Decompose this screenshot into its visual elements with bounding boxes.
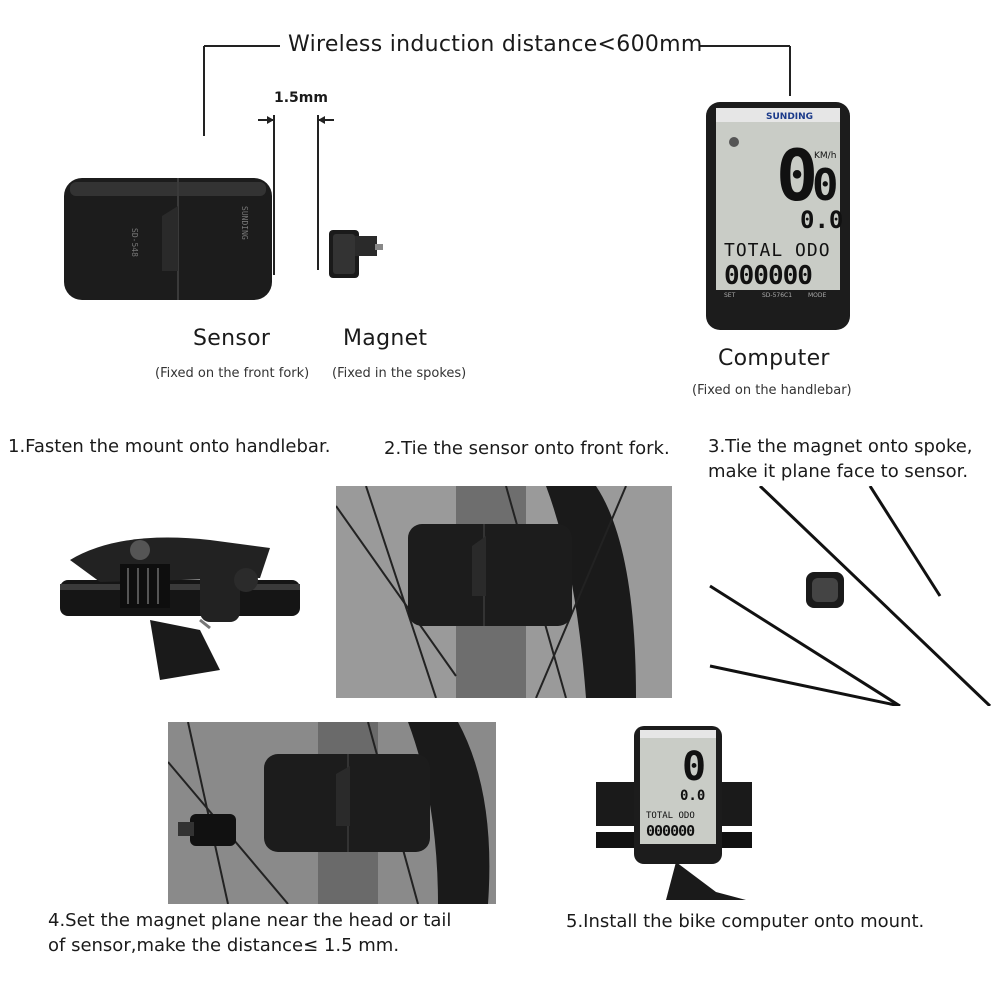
step-4-photo-alignment (168, 722, 496, 904)
step-1-text: 1.Fasten the mount onto handlebar. (8, 436, 331, 457)
step-2-photo-fork (336, 486, 672, 698)
gap-label: 1.5mm (274, 90, 328, 106)
step-5-text: 5.Install the bike computer onto mount. (566, 911, 925, 932)
step-3-text-line1: 3.Tie the magnet onto spoke, (708, 436, 973, 457)
lcd-speed-decimal: 0 (812, 160, 839, 211)
mini-lcd-sub-value: 0.0 (680, 788, 705, 804)
lcd-odo: 000000 (724, 261, 812, 291)
sensor-device: SUNDING SD-548 (64, 178, 272, 300)
magnet-title: Magnet (343, 326, 428, 351)
step-3-text-line2: make it plane face to sensor. (708, 461, 969, 482)
bike-computer: SUNDING 0 0 KM/h 0.0 TOTAL ODO 000000 SE… (706, 102, 850, 330)
lcd-unit: KM/h (814, 151, 836, 161)
magnet-note: (Fixed in the spokes) (332, 366, 467, 381)
gap-guides (273, 115, 319, 275)
lcd-button-set: SET (724, 292, 736, 299)
lcd-button-mode: MODE (808, 292, 827, 299)
lcd-sub-value: 0.0 (800, 206, 843, 234)
lcd-brand: SUNDING (766, 112, 813, 122)
lcd-speed: 0 (776, 135, 818, 217)
lcd-mode-text: TOTAL ODO (724, 240, 831, 261)
distance-bracket (203, 45, 791, 136)
computer-note: (Fixed on the handlebar) (692, 383, 852, 398)
step-4-text-line1: 4.Set the magnet plane near the head or … (48, 910, 452, 931)
mini-lcd-mode: TOTAL ODO (646, 811, 695, 821)
sensor-note: (Fixed on the front fork) (155, 366, 310, 381)
svg-text:SD-548: SD-548 (130, 228, 139, 257)
step-1-photo-handlebar (60, 537, 300, 680)
step-4-text-line2: of sensor,make the distance≤ 1.5 mm. (48, 935, 400, 956)
computer-title: Computer (718, 346, 830, 371)
step-3-photo-spoke (709, 486, 992, 706)
mini-lcd-speed: 0 (682, 744, 706, 790)
distance-label: Wireless induction distance<600mm (288, 32, 703, 57)
svg-text:SUNDING: SUNDING (240, 206, 249, 240)
step-5-photo-mounted: 0 0.0 TOTAL ODO 000000 (596, 722, 752, 900)
sensor-title: Sensor (193, 326, 271, 351)
lcd-model: SD-576C1 (762, 292, 792, 299)
magnet-device (329, 230, 383, 278)
mini-lcd-odo: 000000 (646, 822, 695, 840)
step-2-text: 2.Tie the sensor onto front fork. (384, 438, 670, 459)
